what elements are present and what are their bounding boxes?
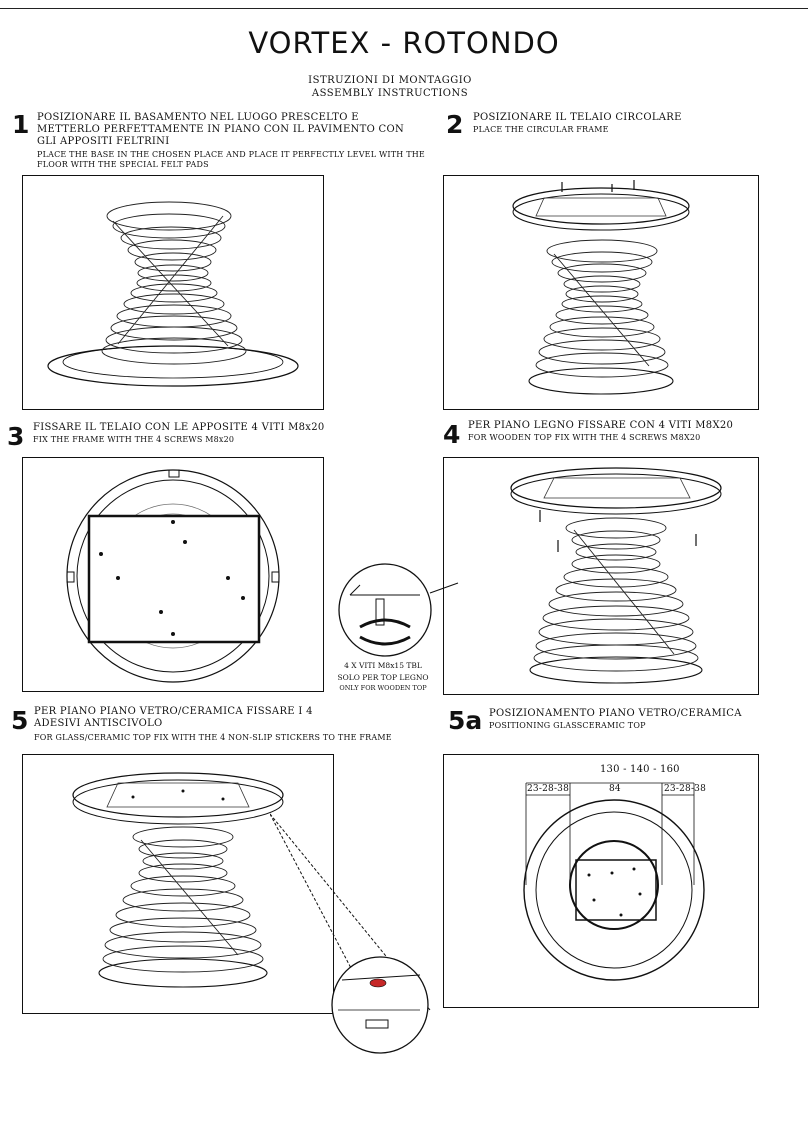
step-2-illustration (443, 175, 759, 410)
step-1-text-en: PLACE THE BASE IN THE CHOSEN PLACE AND P… (37, 150, 425, 169)
step-5a-text-en: POSITIONING GLASSCERAMIC TOP (489, 721, 646, 730)
callout-line-screws: 4 X VITI M8x15 TBL (344, 661, 422, 670)
document-title: VORTEX - ROTONDO (248, 26, 560, 60)
step-4-text-it: PER PIANO LEGNO FISSARE CON 4 VITI M8X20 (468, 420, 734, 431)
step-3-text-it: FISSARE IL TELAIO CON LE APPOSITE 4 VITI… (33, 422, 325, 433)
step-5a-number: 5a (448, 706, 483, 735)
subtitle-it: ISTRUZIONI DI MONTAGGIO (308, 75, 472, 86)
step-2-text-en: PLACE THE CIRCULAR FRAME (473, 125, 609, 134)
top-rule (0, 8, 808, 9)
step-5-text-en: FOR GLASS/CERAMIC TOP FIX WITH THE 4 NON… (34, 733, 392, 742)
dim-overall: 130 - 140 - 160 (600, 764, 680, 775)
step-2-number: 2 (446, 110, 464, 139)
step-1-number: 1 (12, 110, 30, 139)
step-5-number: 5 (11, 706, 29, 735)
callout-line-it: SOLO PER TOP LEGNO (337, 673, 429, 682)
dim-right: 23-28-38 (664, 784, 707, 794)
step-4-illustration (443, 457, 759, 695)
step-4-number: 4 (443, 420, 461, 449)
step-3-illustration (22, 457, 324, 692)
step-5a-illustration (443, 754, 759, 1008)
step-4-callout-note: 4 X VITI M8x15 TBL SOLO PER TOP LEGNO ON… (328, 660, 438, 693)
step-4-zoom-callout (330, 555, 460, 665)
subtitle-en: ASSEMBLY INSTRUCTIONS (311, 88, 469, 99)
step-1-text-it: POSIZIONARE IL BASAMENTO NEL LUOGO PRESC… (37, 112, 405, 147)
dim-left: 23-28-38 (527, 784, 570, 794)
callout-line-en: ONLY FOR WOODEN TOP (339, 684, 427, 692)
dim-center: 84 (609, 784, 621, 794)
step-5-illustration (22, 754, 334, 1014)
step-2-text-it: POSIZIONARE IL TELAIO CIRCOLARE (473, 112, 682, 123)
step-5-text-it: PER PIANO PIANO VETRO/CERAMICA FISSARE I… (34, 706, 313, 729)
step-1-illustration (22, 175, 324, 410)
step-4-text-en: FOR WOODEN TOP FIX WITH THE 4 SCREWS M8X… (468, 433, 701, 442)
step-5-zoom-callout (269, 810, 440, 1060)
step-3-text-en: FIX THE FRAME WITH THE 4 SCREWS M8x20 (33, 435, 235, 444)
step-5a-text-it: POSIZIONAMENTO PIANO VETRO/CERAMICA (489, 708, 742, 719)
step-3-number: 3 (7, 422, 25, 451)
